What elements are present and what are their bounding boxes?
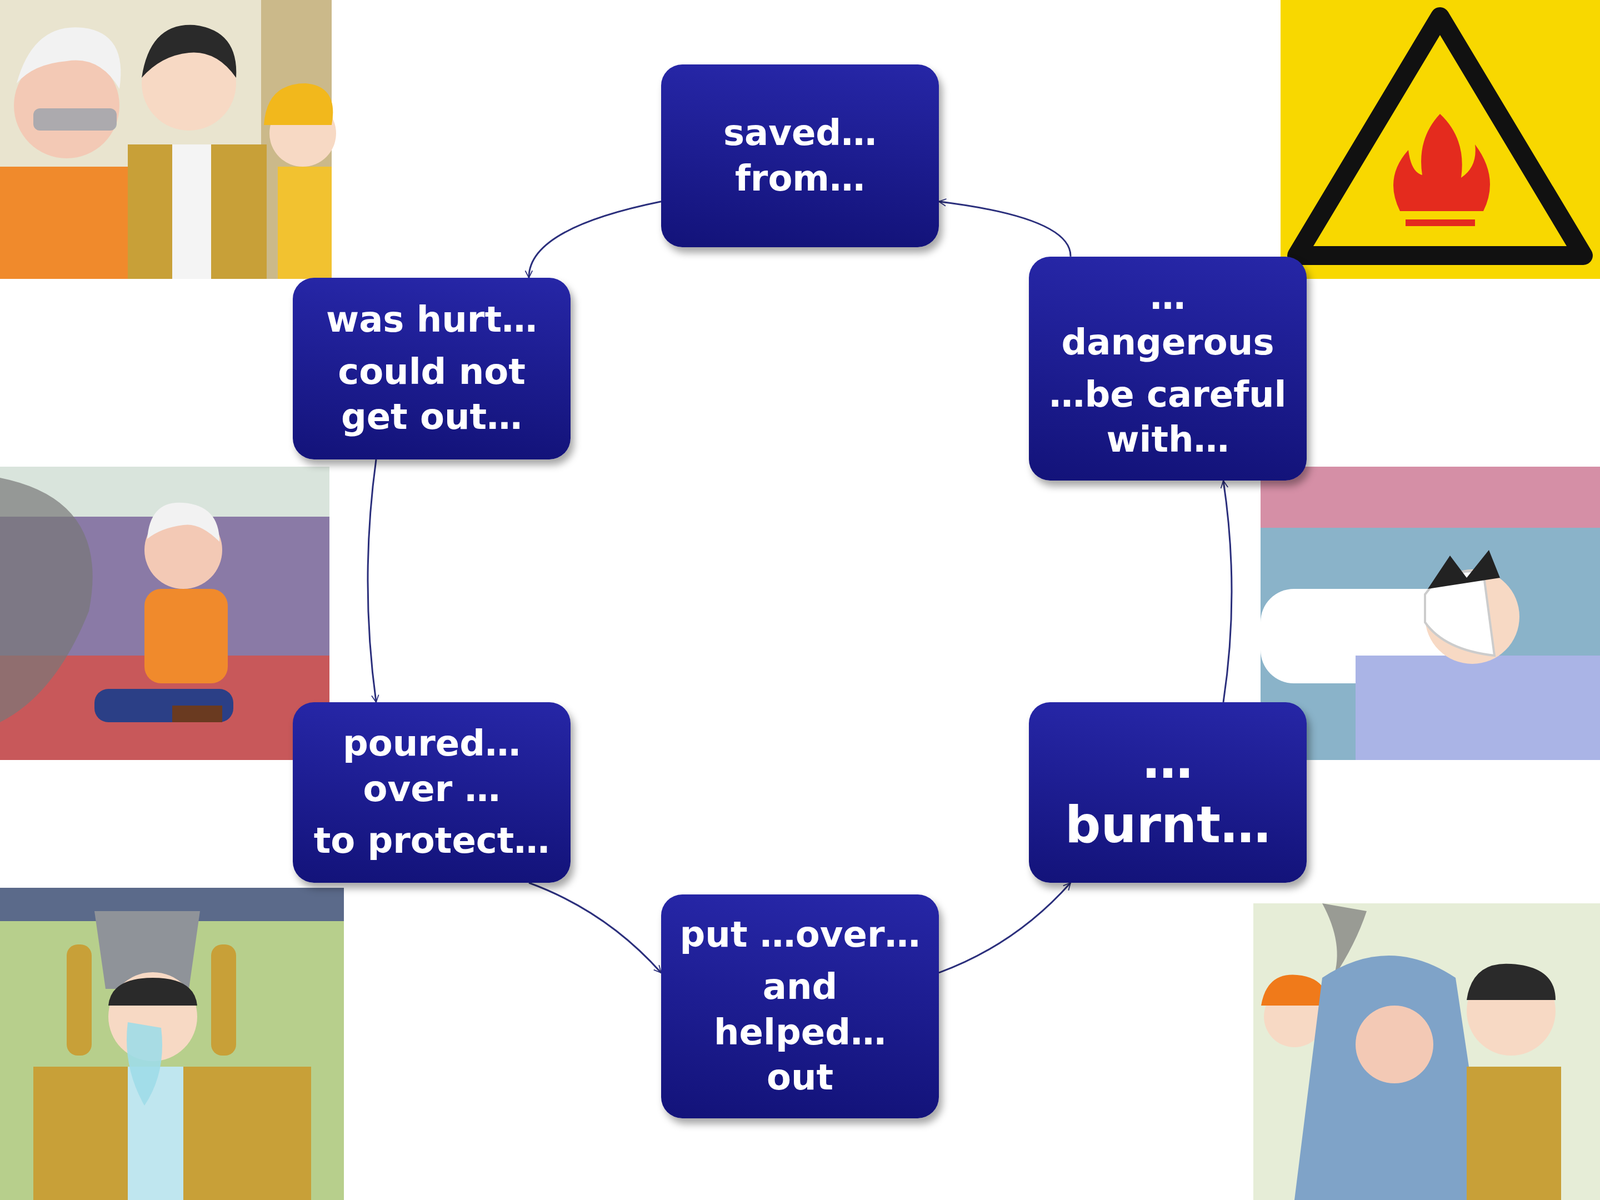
box-text: saved… from… — [677, 110, 923, 202]
process-box: was hurt… could not get out… — [292, 277, 571, 460]
pouring-water-picture — [0, 887, 344, 1200]
rescue-picture — [0, 0, 337, 279]
box-text: …burnt… — [1045, 728, 1290, 857]
fire-warning-sign — [1280, 0, 1600, 279]
box-text: put …over… — [680, 912, 921, 958]
box-text: poured… over … — [309, 721, 554, 813]
process-box: …dangerous…be careful with… — [1028, 256, 1307, 482]
escape-picture — [1253, 903, 1600, 1200]
hurt-grandma-picture — [0, 466, 330, 760]
box-text: could not get out… — [309, 349, 554, 441]
flow-arrow — [938, 882, 1071, 973]
process-box: …burnt… — [1028, 702, 1307, 883]
flow-arrow — [528, 882, 662, 973]
box-text: was hurt… — [326, 297, 538, 343]
flow-arrow — [528, 201, 662, 278]
box-text: and helped… out — [677, 964, 923, 1102]
flow-arrow — [1223, 480, 1232, 703]
process-box: put …over… and helped… out — [661, 894, 939, 1119]
flow-arrow — [938, 201, 1071, 257]
flow-arrow — [367, 459, 377, 703]
process-box: saved… from… — [661, 64, 939, 248]
box-text: …dangerous — [1045, 274, 1290, 366]
hospital-bed-picture — [1260, 466, 1600, 760]
process-box: poured… over … to protect… — [292, 702, 571, 883]
box-text: to protect… — [313, 818, 550, 864]
box-text: …be careful with… — [1045, 372, 1290, 464]
